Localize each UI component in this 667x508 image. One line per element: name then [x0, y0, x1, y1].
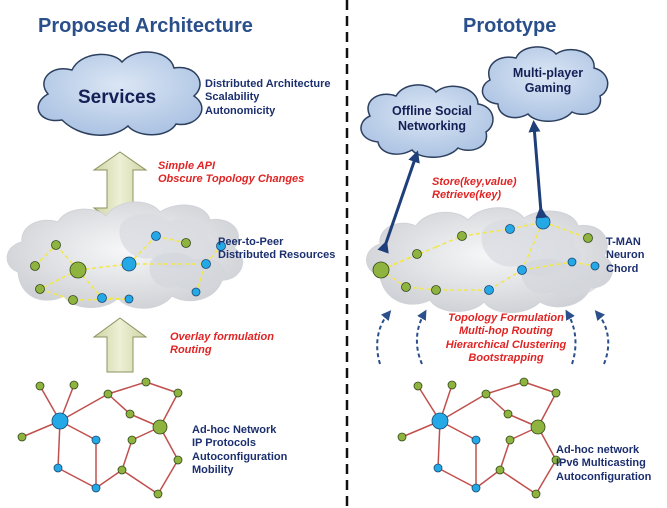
services-cloud: [37, 51, 203, 136]
adhoc-label: Ad-hoc Network: [192, 424, 277, 436]
social-cloud-line: Offline Social: [392, 104, 472, 118]
left-heading: Proposed Architecture: [38, 15, 253, 37]
gaming-cloud-label: Multi-player Gaming: [496, 66, 600, 97]
store-label: Store(key,value): [432, 176, 517, 188]
services-prop: Scalability: [205, 91, 260, 104]
adhoc-label: IPv6 Multicasting: [556, 457, 646, 470]
store-label: Retrieve(key): [432, 189, 502, 202]
topology-label: Topology Formulation: [448, 312, 564, 324]
store-labels: Store(key,value) Retrieve(key): [432, 176, 517, 203]
p2p-nodes-right: [372, 214, 600, 295]
services-prop: Distributed Architecture: [205, 78, 331, 90]
adhoc-nodes-left: [17, 377, 183, 499]
p2p-overlay-cloud-right: [366, 207, 613, 313]
social-cloud: [360, 84, 494, 158]
api-label: Obscure Topology Changes: [158, 173, 305, 186]
gaming-cloud-line: Gaming: [524, 81, 572, 96]
p2p-nodes-left: [30, 231, 226, 305]
api-label: Simple API: [158, 160, 216, 172]
topology-label: Bootstrapping: [468, 352, 544, 365]
api-labels: Simple API Obscure Topology Changes: [158, 160, 304, 187]
adhoc-label: Ad-hoc network: [556, 444, 640, 456]
adhoc-label: Autoconfiguration: [192, 450, 288, 463]
overlay-labels: Overlay formulation Routing: [170, 331, 274, 358]
adhoc-label: Mobility: [192, 464, 234, 477]
adhoc-label: IP Protocols: [192, 437, 256, 450]
adhoc-labels-right: Ad-hoc network IPv6 Multicasting Autocon…: [556, 444, 651, 484]
topology-label: Multi-hop Routing: [458, 325, 554, 338]
services-cloud-label: Services: [78, 87, 157, 108]
p2p-label: Peer-to-Peer: [218, 236, 284, 248]
social-cloud-line: Networking: [397, 119, 467, 134]
social-cloud-label: Offline Social Networking: [376, 104, 488, 135]
gaming-cloud-line: Multi-player: [512, 66, 584, 80]
overlay-impl-label: Chord: [606, 262, 639, 275]
p2p-label: Distributed Resources: [218, 249, 336, 262]
services-properties: Distributed Architecture Scalability Aut…: [205, 78, 331, 118]
adhoc-labels-left: Ad-hoc Network IP Protocols Autoconfigur…: [192, 424, 287, 478]
topology-label: Hierarchical Clustering: [445, 338, 567, 351]
services-prop: Autonomicity: [205, 104, 276, 117]
overlay-up-arrow: [92, 317, 148, 373]
overlay-label: Overlay formulation: [170, 331, 274, 343]
topology-labels: Topology Formulation Multi-hop Routing H…: [420, 312, 592, 366]
adhoc-label: Autoconfiguration: [556, 470, 652, 483]
p2p-labels: Peer-to-Peer Distributed Resources: [218, 236, 335, 263]
app-connection-arrows: [377, 120, 548, 254]
overlay-impl-labels: T-MAN Neuron Chord: [606, 236, 645, 276]
bootstrap-dashed-arrows: [376, 309, 610, 365]
adhoc-nodes-right: [397, 377, 561, 499]
right-heading: Prototype: [463, 15, 557, 37]
p2p-links-right: [380, 221, 596, 291]
overlay-impl-label: T-MAN: [606, 236, 641, 248]
overlay-impl-label: Neuron: [606, 249, 645, 262]
adhoc-links-left: [21, 381, 179, 495]
overlay-label: Routing: [170, 344, 212, 357]
